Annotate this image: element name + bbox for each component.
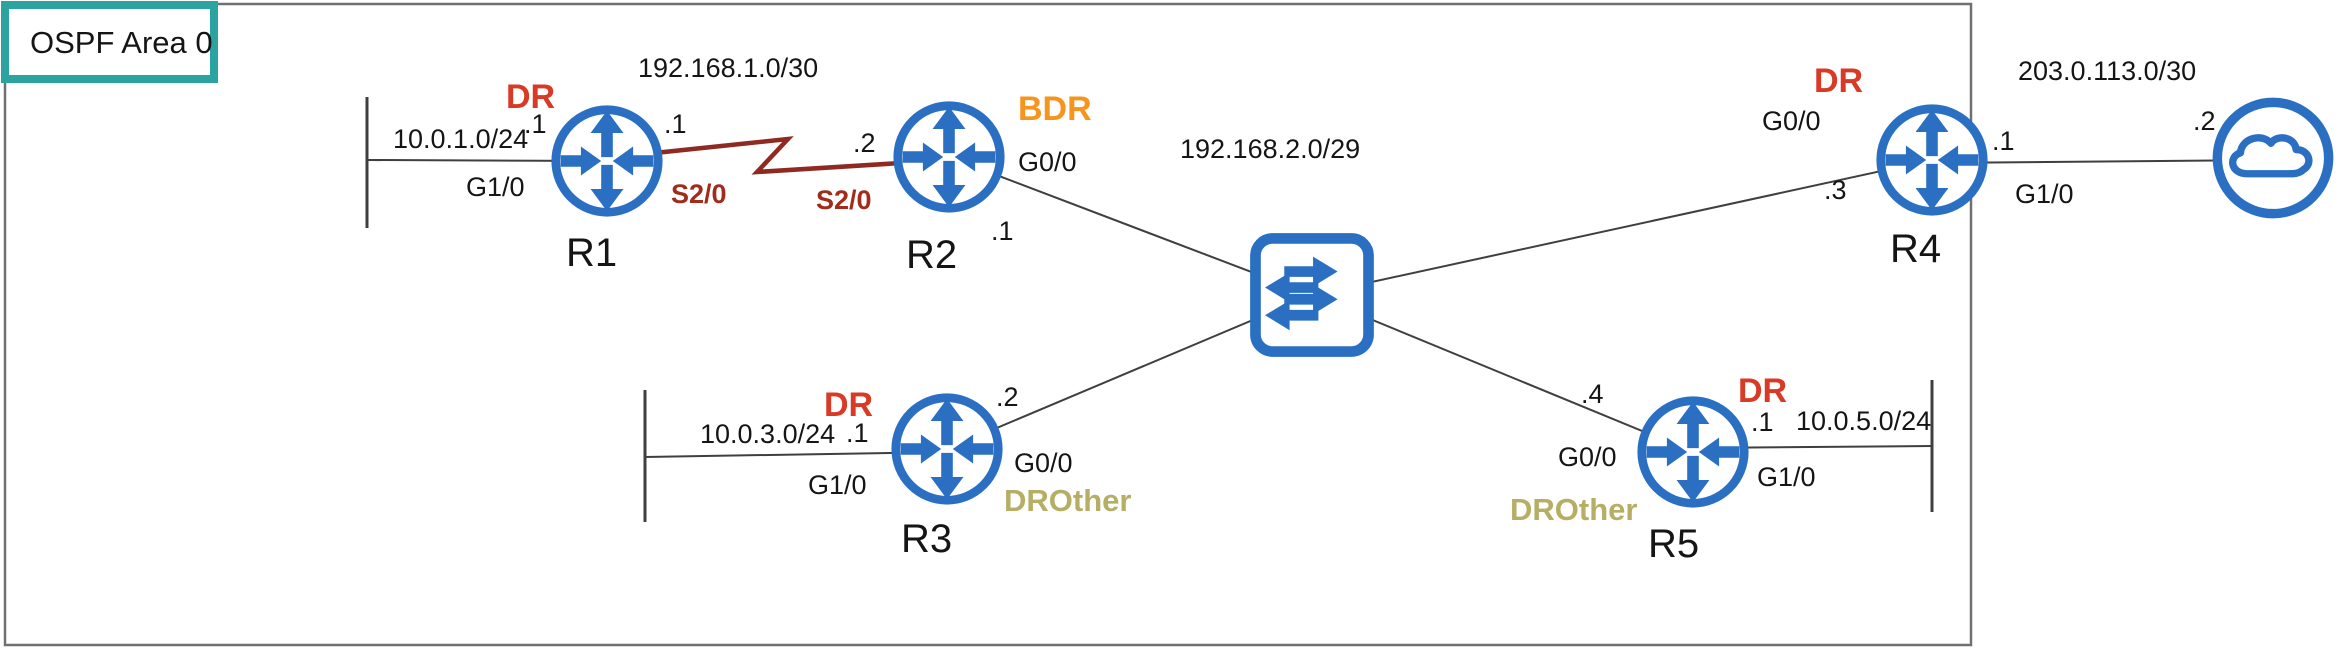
- r2-serial-if-label: S2/0: [816, 185, 872, 215]
- r4-wan-if-label: G1/0: [2015, 179, 2074, 209]
- r2-name-label: R2: [906, 233, 957, 277]
- r4-name-label: R4: [1890, 227, 1941, 271]
- r1-serial-if-label: S2/0: [671, 179, 727, 209]
- r4-switch-if-label: G0/0: [1762, 106, 1821, 136]
- net-label-serial: 192.168.1.0/30: [638, 53, 818, 83]
- serial-link-r1-r2: [606, 136, 950, 175]
- r5-switch-if-label: G0/0: [1558, 442, 1617, 472]
- net-label-r1-lan: 10.0.1.0/24: [393, 124, 528, 154]
- area-title-box: [1, 1, 218, 83]
- switch-r4-link: [1311, 159, 1933, 296]
- ethernet-switch-icon: [1255, 238, 1368, 351]
- r2-role-badge: BDR: [1018, 90, 1092, 128]
- r3-labels: DR .1 G1/0 R3 .2 G0/0 DROther: [808, 382, 1131, 561]
- ospf-area-boundary: [3, 2, 1973, 647]
- area-title-text: OSPF Area 0: [30, 25, 213, 60]
- r2-labels: .2 S2/0 BDR G0/0 .1 R2: [816, 90, 1092, 277]
- r1-lan-ip-label: .1: [524, 109, 547, 139]
- r5-lan-ip-label: .1: [1751, 407, 1774, 437]
- r1-role-badge: DR: [506, 78, 555, 116]
- r5-role-badge: DR: [1738, 372, 1787, 410]
- r2-lan-if-label: G0/0: [1018, 147, 1077, 177]
- r4-labels: DR G0/0 .3 .1 G1/0 R4: [1762, 62, 2074, 271]
- r3-switch-ip-label: .2: [996, 382, 1019, 412]
- router-r5-icon: [1642, 401, 1744, 503]
- r1-lan-if-label: G1/0: [466, 172, 525, 202]
- internet-cloud-icon: [2217, 102, 2328, 213]
- net-label-r5-lan: 10.0.5.0/24: [1796, 406, 1931, 436]
- r3-lan-ip-label: .1: [846, 418, 869, 448]
- r3-role-badge: DR: [824, 386, 873, 424]
- r1-serial-ip-label: .1: [664, 109, 687, 139]
- r1-labels: DR .1 G1/0 .1 S2/0 R1: [466, 78, 727, 275]
- net-label-wan: 203.0.113.0/30: [2018, 56, 2196, 86]
- router-r3-icon: [896, 398, 998, 500]
- r3-switch-if-label: G0/0: [1014, 448, 1073, 478]
- r3-drother-badge: DROther: [1004, 483, 1131, 518]
- r1-name-label: R1: [566, 231, 617, 275]
- r4-wan-ip-label: .1: [1992, 126, 2015, 156]
- r4-role-badge: DR: [1814, 62, 1863, 100]
- net-label-r3-lan: 10.0.3.0/24: [700, 419, 835, 449]
- r4-switch-ip-label: .3: [1824, 175, 1847, 205]
- switch-r5-link: [1311, 294, 1694, 453]
- r5-name-label: R5: [1648, 522, 1699, 566]
- router-r1-icon: [556, 110, 658, 212]
- r3-lan-if-label: G1/0: [808, 470, 867, 500]
- router-r4-icon: [1881, 109, 1983, 211]
- r2-serial-ip-label: .2: [853, 128, 876, 158]
- router-r2-icon: [898, 106, 1000, 208]
- r5-labels: .4 G0/0 DROther DR .1 G1/0 R5: [1510, 372, 1816, 566]
- r3-name-label: R3: [901, 517, 952, 561]
- area-title: OSPF Area 0: [1, 1, 218, 83]
- r5-drother-badge: DROther: [1510, 492, 1637, 527]
- r5-switch-ip-label: .4: [1581, 379, 1604, 409]
- r5-lan-if-label: G1/0: [1757, 462, 1816, 492]
- network-labels: 10.0.1.0/24 192.168.1.0/30 192.168.2.0/2…: [393, 53, 2196, 449]
- cloud-wan-ip-label: .2: [2193, 106, 2216, 136]
- net-label-switch-lan: 192.168.2.0/29: [1180, 134, 1360, 164]
- r2-lan-ip-label: .1: [991, 216, 1014, 246]
